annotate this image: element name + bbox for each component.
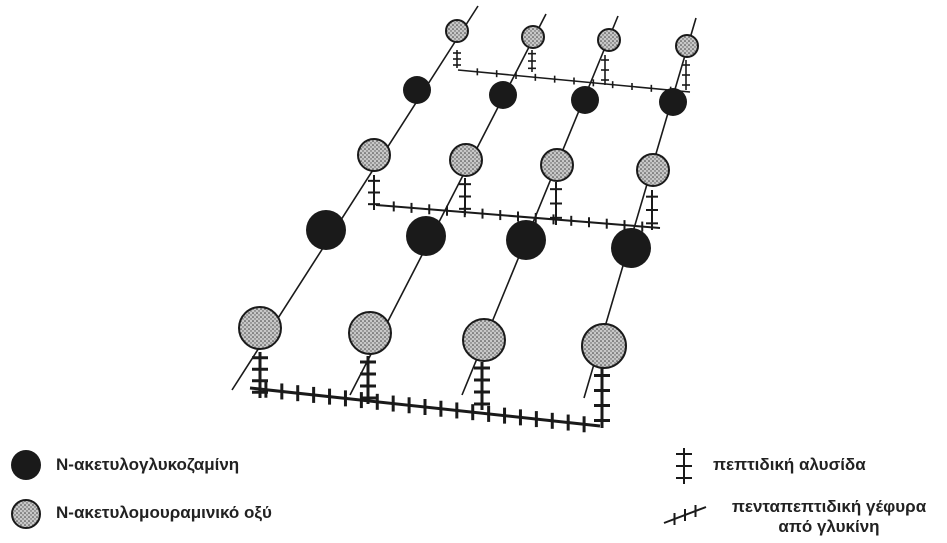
legend-murnac-label: N-ακετυλομουραμινικό οξύ xyxy=(56,503,272,522)
legend-bridge-label: πενταπεπτιδική γέφυρα από γλυκίνη xyxy=(714,497,944,537)
glcnac-residue-1-2 xyxy=(403,76,431,104)
murnac-residue-2-5 xyxy=(348,311,392,355)
peptide-chain-top-2 xyxy=(528,50,536,72)
murnac-residue-2-1 xyxy=(521,25,545,49)
murnac-residue-1-3 xyxy=(357,138,391,172)
murnac-residue-3-5 xyxy=(462,318,506,362)
glcnac-legend-icon xyxy=(11,450,41,480)
peptide-chain-legend-icon xyxy=(676,448,692,484)
peptide-chain-bottom-2 xyxy=(360,356,376,404)
legend-peptide-label: πεπτιδική αλυσίδα xyxy=(713,455,866,474)
murnac-legend-icon xyxy=(11,499,41,529)
glcnac-residue-3-2 xyxy=(571,86,599,114)
peptide-chain-middle-3 xyxy=(550,182,562,225)
peptide-chain-top-3 xyxy=(601,55,609,85)
peptide-chain-bottom-3 xyxy=(474,362,490,410)
legend-bridge-label-line1: πενταπεπτιδική γέφυρα xyxy=(731,497,927,516)
legend-icons xyxy=(11,448,707,529)
legend-glcnac-label: N-ακετυλογλυκοζαμίνη xyxy=(56,455,240,474)
peptide-chain-middle-1 xyxy=(368,175,380,210)
murnac-residue-4-5 xyxy=(581,323,627,369)
bridge-middle xyxy=(375,201,661,232)
peptide-chain-top-4 xyxy=(682,60,690,90)
murnac-residue-4-1 xyxy=(675,34,699,58)
glcnac-residue-1-4 xyxy=(306,210,346,250)
murnac-residue-2-3 xyxy=(449,143,483,177)
sugar-residues xyxy=(238,19,699,369)
glcnac-residue-4-4 xyxy=(611,228,651,268)
glcnac-residue-2-2 xyxy=(489,81,517,109)
peptide-chain-middle-4 xyxy=(646,190,658,230)
glcnac-residue-3-4 xyxy=(506,220,546,260)
murnac-residue-1-1 xyxy=(445,19,469,43)
peptide-chain-middle-2 xyxy=(459,178,471,215)
peptide-chain-bottom-1 xyxy=(252,352,268,398)
glcnac-residue-4-2 xyxy=(659,88,687,116)
bridge-top xyxy=(457,68,691,94)
peptide-chain-bottom-4 xyxy=(594,368,610,428)
glycine-bridges xyxy=(249,68,691,433)
legend-bridge-label-line2: από γλυκίνη xyxy=(778,517,880,536)
murnac-residue-3-3 xyxy=(540,148,574,182)
murnac-residue-4-3 xyxy=(636,153,670,187)
bridge-legend-icon xyxy=(663,505,707,525)
glcnac-residue-2-4 xyxy=(406,216,446,256)
peptide-chains xyxy=(252,50,690,428)
murnac-residue-3-1 xyxy=(597,28,621,52)
peptide-chain-top-1 xyxy=(453,50,461,68)
murnac-residue-1-5 xyxy=(238,306,282,350)
bridge-bottom xyxy=(249,381,601,433)
